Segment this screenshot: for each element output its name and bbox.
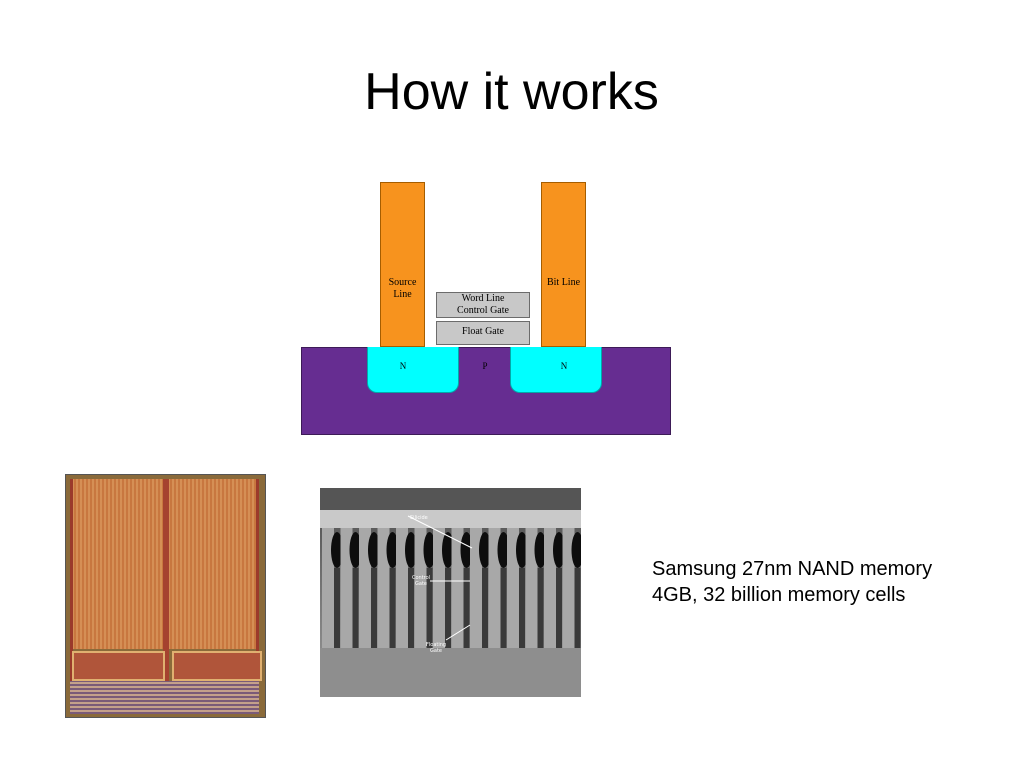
sem-void [553, 532, 565, 568]
control-gate-label-line1: Control [412, 575, 430, 581]
sem-cell-column [377, 528, 390, 648]
n-well-left [367, 347, 459, 393]
sem-void [423, 532, 436, 568]
die-block-right [172, 651, 262, 681]
floating-gate-label-line2: Gate [430, 648, 442, 654]
sem-gap [352, 568, 359, 648]
p-label: P [482, 361, 488, 371]
sem-image-drawing: Silicide Control Gate Floating Gate [320, 488, 581, 697]
sem-void [349, 532, 362, 568]
sem-void [460, 532, 473, 568]
sem-gap [463, 568, 470, 648]
sem-gap [574, 568, 581, 648]
sem-gap [408, 568, 414, 648]
sem-cell-column [322, 528, 334, 648]
silicide-pointer [407, 515, 473, 549]
die-block-left [72, 651, 165, 681]
source-line-label: Source Line [380, 277, 425, 301]
sem-gap [519, 568, 525, 648]
sem-gap [389, 568, 396, 648]
sem-cell-column [488, 528, 501, 648]
source-line-label-line2: Line [393, 289, 412, 300]
sem-gap [334, 568, 340, 648]
sem-cell-column [359, 528, 371, 648]
sem-cell-column [451, 528, 464, 648]
sem-cell-column [414, 528, 427, 648]
sem-void [405, 532, 417, 568]
caption: Samsung 27nm NAND memory 4GB, 32 billion… [652, 556, 932, 608]
sem-void [331, 532, 343, 568]
caption-line-2: 4GB, 32 billion memory cells [652, 584, 906, 606]
caption-line-1: Samsung 27nm NAND memory [652, 558, 933, 580]
n-right-label: N [560, 361, 568, 371]
die-edge-right [256, 479, 259, 711]
sem-cell-column [525, 528, 538, 648]
sem-gap [482, 568, 488, 648]
control-gate-label-line2: Gate [415, 581, 427, 587]
slide-title: How it works [364, 63, 659, 121]
sem-cell-column [507, 528, 519, 648]
floating-gate-label-line1: Floating [426, 642, 446, 648]
sem-gap [500, 568, 507, 648]
die-edge-left [70, 479, 73, 711]
sem-cell-column [396, 528, 408, 648]
sem-void [497, 532, 510, 568]
float-gate [436, 321, 530, 345]
float-gate-label: Float Gate [462, 326, 504, 337]
sem-cell-column [340, 528, 353, 648]
source-line-pillar [380, 182, 425, 347]
silicide-label: Silicide [410, 515, 428, 521]
sem-cell-column [433, 528, 445, 648]
sem-void [571, 532, 581, 568]
bit-line-pillar [541, 182, 586, 347]
sem-cell-column [562, 528, 575, 648]
sem-cross-section-image: Silicide Control Gate Floating Gate [320, 488, 581, 697]
sem-cell-columns [322, 528, 581, 648]
sem-void [479, 532, 491, 568]
die-center-spine [163, 479, 169, 711]
sem-gap [371, 568, 377, 648]
source-line-label-line1: Source [388, 277, 417, 288]
sem-void [442, 532, 454, 568]
bit-line-label: Bit Line [546, 277, 581, 288]
p-substrate [301, 347, 671, 435]
sem-gap [426, 568, 433, 648]
sem-gap [537, 568, 544, 648]
word-line-label-line1: Word Line [461, 293, 505, 304]
sem-cell-column [470, 528, 482, 648]
word-line-label-line2: Control Gate [457, 305, 509, 316]
sem-void [386, 532, 399, 568]
sem-void [534, 532, 547, 568]
flash-cell-diagram: Source Line Bit Line Word Line Control G… [300, 182, 671, 435]
word-line-label: Word Line Control Gate [436, 293, 530, 317]
die-periphery [70, 681, 259, 714]
sem-cell-column [544, 528, 556, 648]
word-line-control-gate [436, 292, 530, 318]
sem-void [516, 532, 528, 568]
n-well-right [510, 347, 602, 393]
sem-gap [556, 568, 562, 648]
floating-gate-pointer [445, 624, 471, 641]
n-left-label: N [399, 361, 407, 371]
die-photo [65, 474, 266, 718]
sem-void [368, 532, 380, 568]
sem-gap [445, 568, 451, 648]
